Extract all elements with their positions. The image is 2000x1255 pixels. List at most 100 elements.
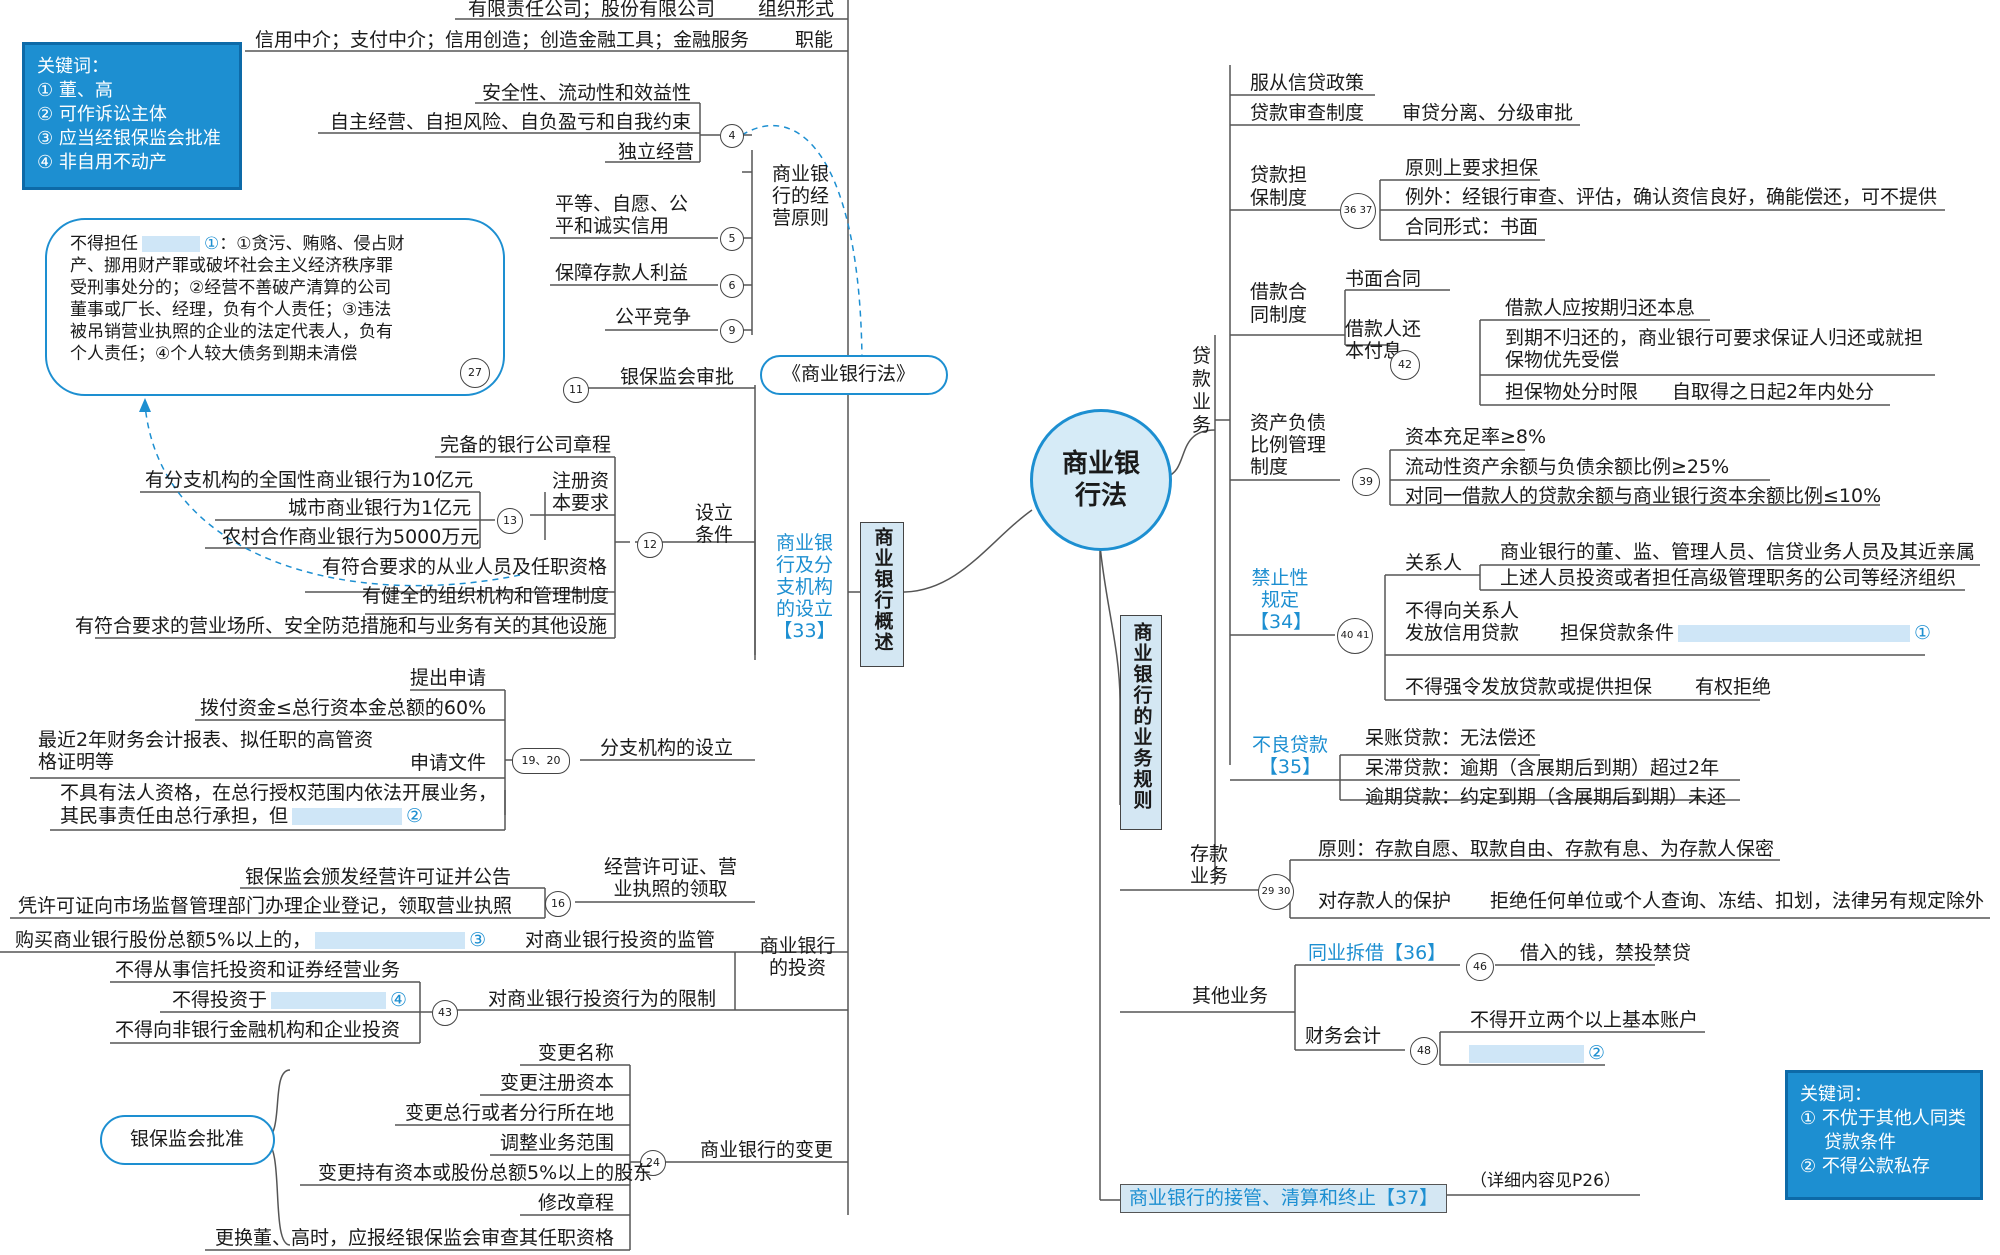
bad-loan-overdue: 逾期贷款：约定到期（含展期后到期）未还 bbox=[1365, 786, 1727, 808]
cond-premises: 有符合要求的营业场所、安全防范措施和与业务有关的其他设施 bbox=[75, 615, 608, 637]
keywords-right-title: 关键词： bbox=[1800, 1084, 1872, 1105]
takeover-note: （详细内容见P26） bbox=[1470, 1171, 1621, 1191]
keywords-right-box: 关键词： ① 不优于其他人同类 贷款条件 ② 不得公款私存 bbox=[1785, 1070, 1983, 1200]
ref-29-30: 29 30 bbox=[1258, 874, 1294, 910]
ratio-single-borrower: 对同一借款人的贷款余额与商业银行资本余额比例≤10% bbox=[1405, 485, 1882, 507]
cond-articles: 完备的银行公司章程 bbox=[440, 434, 612, 456]
keywords-left-item: ④ 非自用不动产 bbox=[37, 152, 167, 173]
invest-limit: 对商业银行投资行为的限制 bbox=[488, 988, 717, 1010]
ref-24: 24 bbox=[640, 1150, 666, 1176]
other-business-label: 其他业务 bbox=[1192, 985, 1269, 1007]
functions-label: 职能 bbox=[795, 29, 834, 51]
depositor-protection-value: 拒绝任何单位或个人查询、冻结、扣划，法律另有规定除外 bbox=[1490, 890, 1985, 912]
loan-review: 贷款审查制度 bbox=[1250, 102, 1365, 124]
capital-rural: 农村合作商业银行为5000万元 bbox=[222, 526, 480, 548]
contract-label: 借款合同制度 bbox=[1250, 281, 1308, 326]
setup-label: 商业银行及分支机构的设立【33】 bbox=[773, 532, 836, 642]
loan-policy: 服从信贷政策 bbox=[1250, 72, 1365, 94]
regulator-cloud-label: 银保监会批准 bbox=[130, 1128, 245, 1150]
guarantee-principle: 原则上要求担保 bbox=[1405, 157, 1539, 179]
ref-6: 6 bbox=[720, 274, 744, 298]
ref-39: 39 bbox=[1352, 468, 1380, 496]
ref-42: 42 bbox=[1390, 350, 1420, 380]
change-shareholder: 变更持有资本或股份总额5%以上的股东 bbox=[318, 1162, 653, 1184]
change-executives: 更换董、高时，应报经银保监会审查其任职资格 bbox=[215, 1227, 615, 1249]
limit-nonbank: 不得向非银行金融机构和企业投资 bbox=[115, 1019, 401, 1041]
loans-label: 贷款业务 bbox=[1192, 345, 1212, 436]
cond-organization: 有健全的组织机构和管理制度 bbox=[362, 585, 610, 607]
principle-independent: 独立经营 bbox=[618, 141, 695, 163]
principle-safety: 安全性、流动性和效益性 bbox=[482, 82, 692, 104]
guarantee-exception: 例外：经银行审查、评估，确认资信良好，确能偿还，可不提供 bbox=[1405, 186, 1938, 208]
ref-16: 16 bbox=[545, 891, 571, 917]
keywords-right-item: ② 不得公款私存 bbox=[1800, 1156, 1930, 1177]
org-form-label: 组织形式 bbox=[758, 0, 835, 20]
branch-overview: 商业银行概述 bbox=[860, 522, 904, 667]
capital-label: 注册资本要求 bbox=[552, 470, 610, 514]
ref-13: 13 bbox=[497, 508, 523, 534]
loan-review-value: 审贷分离、分级审批 bbox=[1402, 102, 1574, 124]
no-credit-loan: 不得向关系人发放信用贷款 bbox=[1405, 600, 1520, 644]
collateral-limit: 担保物处分时限 bbox=[1505, 381, 1639, 403]
ref-40-41: 40 41 bbox=[1337, 618, 1373, 654]
branch-apply: 提出申请 bbox=[410, 667, 487, 689]
ref-43: 43 bbox=[432, 1000, 458, 1026]
change-scope: 调整业务范围 bbox=[500, 1132, 615, 1154]
disqualification-cloud bbox=[45, 218, 505, 396]
regulator-cloud bbox=[100, 1115, 275, 1165]
change-name: 变更名称 bbox=[538, 1042, 615, 1064]
repay-duty: 借款人应按期归还本息 bbox=[1505, 297, 1696, 319]
keywords-right-item: 贷款条件 bbox=[1824, 1132, 1896, 1153]
invest-share-purchase: 购买商业银行股份总额5%以上的，③ bbox=[15, 929, 487, 951]
accounting-label: 财务会计 bbox=[1305, 1025, 1382, 1047]
accounting-private-deposit: ② bbox=[1465, 1042, 1605, 1065]
contract-written: 书面合同 bbox=[1345, 268, 1422, 290]
license-issue: 银保监会颁发经营许可证并公告 bbox=[245, 866, 512, 888]
change-capital: 变更注册资本 bbox=[500, 1072, 615, 1094]
bad-loans-label: 不良贷款【35】 bbox=[1251, 734, 1328, 778]
branch-overview-label: 商业银行概述 bbox=[871, 527, 894, 653]
ref-46: 46 bbox=[1466, 953, 1494, 981]
keywords-right-item: ① 不优于其他人同类 bbox=[1800, 1108, 1966, 1129]
principles-label: 商业银行的经营原则 bbox=[772, 163, 830, 229]
cond-staff: 有符合要求的从业人员及任职资格 bbox=[322, 556, 608, 578]
principle-fairness: 平等、自愿、公平和诚实信用 bbox=[555, 193, 689, 237]
branch-business-rules-label: 商业银行的业务规则 bbox=[1130, 622, 1153, 811]
right-to-refuse: 有权拒绝 bbox=[1695, 676, 1772, 698]
related-party-persons: 商业银行的董、监、管理人员、信贷业务人员及其近亲属 bbox=[1500, 541, 1976, 563]
keywords-left-item: ③ 应当经银保监会批准 bbox=[37, 128, 221, 149]
ref-11: 11 bbox=[563, 377, 589, 403]
ref-5: 5 bbox=[720, 227, 744, 251]
deposit-principle: 原则：存款自愿、取款自由、存款有息、为存款人保密 bbox=[1318, 838, 1775, 860]
ref-19-20: 19、20 bbox=[512, 748, 570, 774]
branch-est-label: 分支机构的设立 bbox=[600, 737, 734, 759]
functions-values: 信用中介；支付中介；信用创造；创造金融工具；金融服务 bbox=[255, 29, 750, 51]
bad-loan-dead: 呆账贷款：无法偿还 bbox=[1365, 727, 1537, 749]
approval-label: 银保监会审批 bbox=[620, 366, 735, 388]
change-location: 变更总行或者分行所在地 bbox=[405, 1102, 615, 1124]
ref-12: 12 bbox=[637, 532, 663, 558]
depositor-protection: 对存款人的保护 bbox=[1318, 890, 1452, 912]
capital-city: 城市商业银行为1亿元 bbox=[288, 497, 472, 519]
change-articles: 修改章程 bbox=[538, 1192, 615, 1214]
keywords-left-item: ① 董、高 bbox=[37, 80, 113, 101]
ref-9: 9 bbox=[720, 319, 744, 343]
keywords-left-title: 关键词： bbox=[37, 56, 109, 77]
no-forced-loan: 不得强令发放贷款或提供担保 bbox=[1405, 676, 1653, 698]
ref-48: 48 bbox=[1410, 1037, 1438, 1065]
ref-36-37: 36 37 bbox=[1340, 193, 1376, 229]
ref-4: 4 bbox=[720, 124, 744, 148]
related-party-companies: 上述人员投资或者担任高级管理职务的公司等经济组织 bbox=[1500, 567, 1957, 589]
interbank-label: 同业拆借【36】 bbox=[1308, 942, 1447, 964]
guarantee-label: 贷款担保制度 bbox=[1250, 164, 1308, 209]
ratio-liquidity: 流动性资产余额与负债余额比例≥25% bbox=[1405, 456, 1730, 478]
principle-depositors: 保障存款人利益 bbox=[555, 262, 689, 284]
center-node: 商业银行法 bbox=[1030, 409, 1172, 551]
change-label: 商业银行的变更 bbox=[700, 1139, 834, 1161]
ratio-capital: 资本充足率≥8% bbox=[1405, 426, 1547, 448]
